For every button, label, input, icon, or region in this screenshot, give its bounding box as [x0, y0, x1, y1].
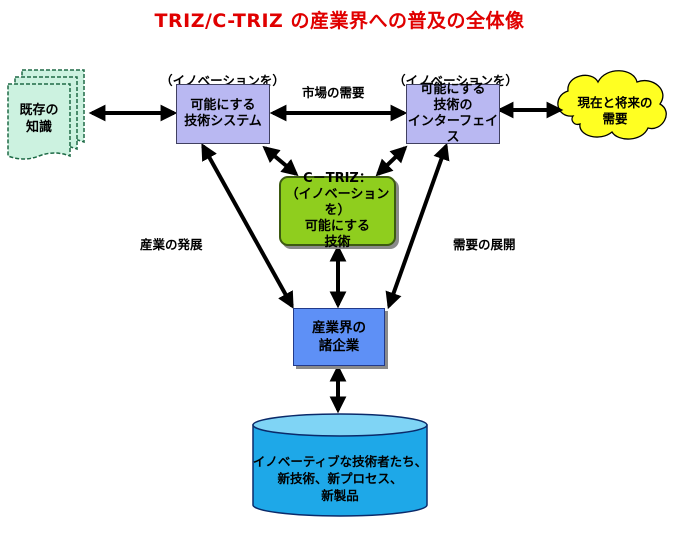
innovators-line-2: 新技術、新プロセス、 [277, 470, 403, 486]
arrow-interface-industry [385, 142, 450, 310]
arrow-tech-ctriz [262, 145, 299, 177]
tech-system-line-1: 可能にする [190, 98, 256, 113]
innovators-line-3: 新製品 [321, 487, 359, 503]
future-line-2: 需要 [602, 111, 628, 126]
industry-line-1: 産業界の [312, 320, 366, 336]
demand-expansion-label: 需要の展開 [453, 237, 516, 252]
tech-system-line-2: 技術システム [184, 114, 262, 129]
market-demand-label: 市場の需要 [302, 85, 365, 100]
industry-line-2: 諸企業 [318, 338, 360, 354]
diagram-title: TRIZ/C-TRIZ の産業界への普及の全体像 [154, 10, 525, 32]
tech-system-box: 可能にする 技術システム [176, 84, 270, 144]
interface-line-1: 可能にする [420, 82, 486, 97]
cloud-shape [557, 70, 667, 140]
database-cylinder-icon [252, 413, 428, 517]
innovators-node: イノベーティブな技術者たち、 新技術、新プロセス、 新製品 [250, 450, 430, 506]
industry-companies-box: 産業界の 諸企業 [293, 308, 385, 366]
ctriz-line-2: （イノベーションを） [285, 187, 390, 218]
ctriz-line-4: 技術 [324, 235, 351, 250]
arrow-interface-ctriz [375, 145, 408, 177]
ctriz-line-3: 可能にする [304, 219, 371, 234]
industry-growth-label: 産業の発展 [140, 237, 203, 252]
knowledge-line-1: 既存の [19, 103, 59, 118]
ctriz-box: C－TRIZ： （イノベーションを） 可能にする 技術 [279, 171, 396, 250]
interface-line-3: インターフェイス [407, 114, 499, 145]
ctriz-line-1: C－TRIZ： [303, 171, 372, 186]
interface-box: 可能にする 技術の インターフェイス [406, 82, 500, 145]
interface-line-2: 技術の [433, 98, 473, 113]
future-demand-node: 現在と将来の 需要 [560, 88, 670, 134]
knowledge-line-2: 知識 [25, 120, 52, 135]
arrow-tech-industry [201, 143, 294, 309]
document-stack-icon [7, 69, 85, 160]
existing-knowledge-node: 既存の 知識 [8, 90, 70, 148]
innovators-line-1: イノベーティブな技術者たち、 [252, 453, 428, 469]
future-line-1: 現在と将来の [577, 95, 653, 110]
